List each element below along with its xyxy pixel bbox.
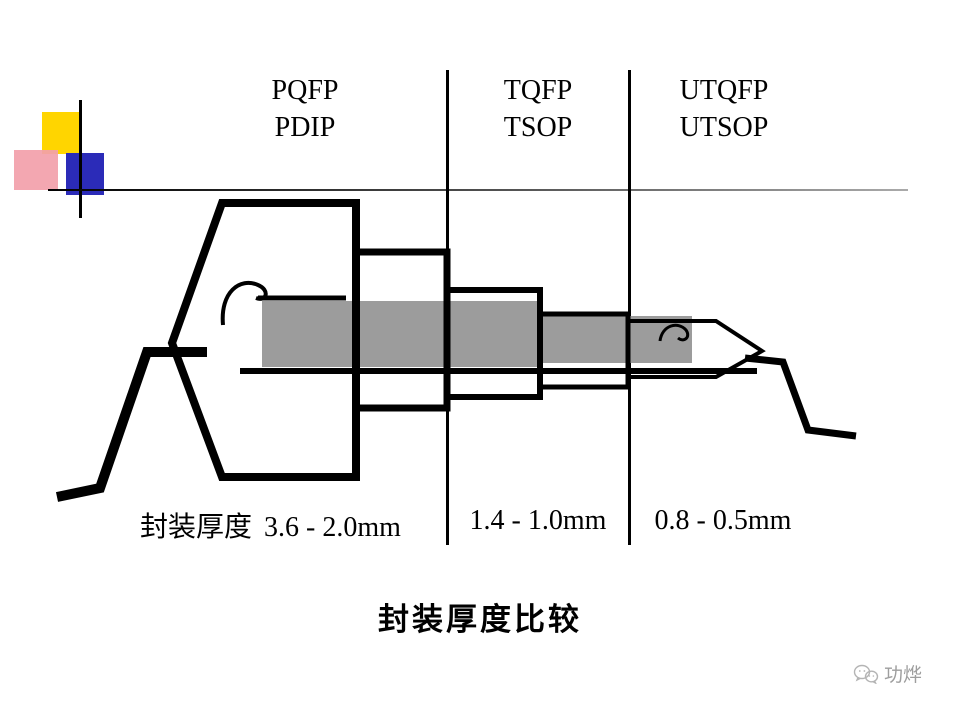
package-outline-utqfp xyxy=(628,319,766,379)
slide-title: 封装厚度比较 xyxy=(378,602,582,637)
decor-square-blue xyxy=(66,153,104,195)
column-header-utqfp-utsop: UTQFP UTSOP xyxy=(680,72,769,146)
left-lead xyxy=(55,347,207,502)
package-type-label: PQFP xyxy=(271,75,339,106)
wechat-bubbles-icon xyxy=(853,664,879,684)
package-type-label: UTSOP xyxy=(679,112,769,143)
die-gray-thick xyxy=(262,301,540,367)
package-outline-tsop xyxy=(537,311,631,390)
thickness-row-label: 封装厚度 xyxy=(140,512,253,543)
watermark: 功烨 xyxy=(853,660,922,687)
watermark-text: 功烨 xyxy=(883,665,922,686)
thickness-value-tsop: 1.4 - 1.0mm xyxy=(469,505,607,536)
column-header-pqfp-pdip: PQFP PDIP xyxy=(272,72,339,146)
thickness-row-left: 封装厚度 3.6 - 2.0mm xyxy=(140,505,401,545)
decor-vertical-line xyxy=(79,100,82,218)
bond-wire-right xyxy=(658,323,690,342)
thickness-value-utsop: 0.8 - 0.5mm xyxy=(654,505,792,536)
package-outline-pdip xyxy=(167,199,360,481)
column-divider-2 xyxy=(628,70,631,545)
column-header-tqfp-tsop: TQFP TSOP xyxy=(504,72,572,146)
thickness-value-pdip: 3.6 - 2.0mm xyxy=(264,512,401,543)
package-type-label: TSOP xyxy=(503,112,573,143)
package-type-label: PDIP xyxy=(274,112,336,143)
decor-square-yellow xyxy=(42,112,82,154)
decor-square-pink xyxy=(14,150,58,190)
bond-wire-left xyxy=(220,281,268,326)
top-horizontal-rule xyxy=(48,189,908,191)
right-lead xyxy=(744,354,857,440)
package-type-label: UTQFP xyxy=(679,75,769,106)
die-gray-thin xyxy=(540,316,692,363)
package-type-label: TQFP xyxy=(503,75,573,106)
